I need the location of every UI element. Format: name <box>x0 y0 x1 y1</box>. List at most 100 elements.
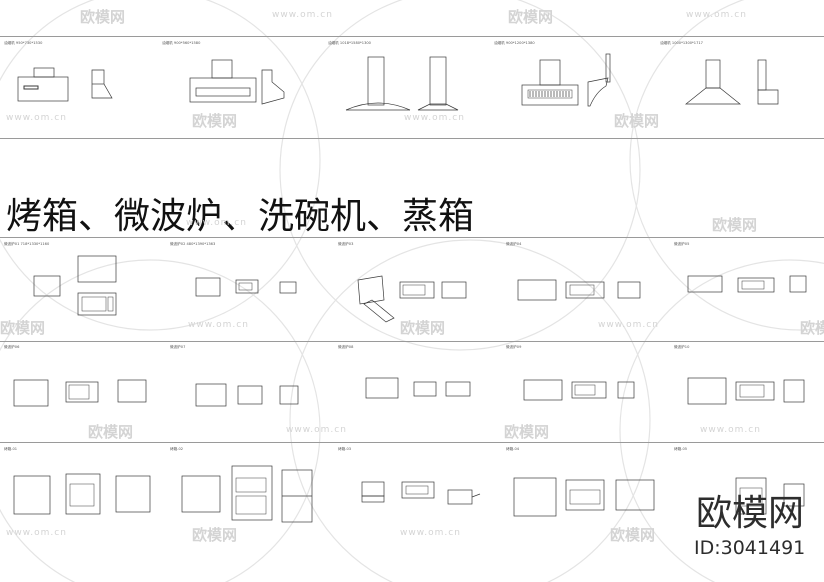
microwave-front-view <box>195 383 227 407</box>
oven-front-view <box>401 481 435 499</box>
hood-side-chimney <box>605 53 611 83</box>
hood-canopy <box>417 103 459 111</box>
microwave-front-view <box>77 292 117 316</box>
watermark-url: www.om.cn <box>400 528 461 538</box>
oven-door-window <box>235 495 267 515</box>
oven-drawer <box>361 495 385 503</box>
microwave-front-view <box>365 377 399 399</box>
oven-hinge <box>471 493 481 498</box>
microwave-front-view <box>687 377 727 405</box>
microwave-front-view <box>523 379 563 401</box>
oven-front-view <box>65 473 101 515</box>
oven-door-window <box>69 483 95 507</box>
cell-label: 油烟机 1000*1300*1717 <box>660 41 703 45</box>
watermark-text: 欧模网 <box>192 112 238 130</box>
microwave-front-view <box>735 381 775 401</box>
cell-label: 微波炉09 <box>506 345 522 349</box>
hood-filter <box>527 89 573 99</box>
cell-label: 微波炉01 718*1330*1160 <box>4 242 50 246</box>
cell-label: 微波炉10 <box>674 345 690 349</box>
hood-chimney <box>211 59 233 79</box>
microwave-window <box>739 384 765 398</box>
hood-canopy-curve <box>345 102 411 111</box>
oven-side-view <box>115 475 151 513</box>
microwave-open-door <box>357 275 385 305</box>
watermark-arc <box>0 0 321 331</box>
microwave-window <box>574 384 596 396</box>
cell-label: 微波炉08 <box>338 345 354 349</box>
brand-id: ID:3041491 <box>694 537 806 559</box>
microwave-side-view <box>13 379 49 407</box>
cell-label: 油烟机 950*730*1530 <box>4 41 43 45</box>
microwave-window <box>569 284 595 296</box>
microwave-side-view <box>783 379 805 403</box>
watermark-text: 欧模网 <box>614 112 660 130</box>
watermark-text: 欧模网 <box>610 526 656 544</box>
microwave-window <box>68 384 90 400</box>
watermark-text: 欧模网 <box>192 526 238 544</box>
microwave-front-view <box>237 385 263 405</box>
watermark-url: www.om.cn <box>186 218 247 228</box>
microwave-front-view <box>687 275 723 293</box>
microwave-front-view <box>571 381 607 399</box>
cell-label: 油烟机 900*560*1580 <box>162 41 201 45</box>
microwave-front-view <box>235 279 259 294</box>
cell-label: 烤箱-02 <box>170 447 184 451</box>
oven-front-view <box>565 479 605 511</box>
cell-label: 烤箱-01 <box>4 447 18 451</box>
microwave-front-view <box>737 277 775 293</box>
cell-label: 微波炉05 <box>674 242 690 246</box>
oven-side-view <box>783 483 805 507</box>
microwave-window <box>238 282 253 291</box>
microwave-side-view <box>279 281 297 294</box>
cell-label: 油烟机 900*1200*1380 <box>494 41 535 45</box>
microwave-controls <box>107 296 114 312</box>
oven-door-window <box>405 485 429 495</box>
watermark-arc <box>0 259 321 582</box>
oven-door-window <box>569 489 601 505</box>
microwave-door-panel <box>363 299 395 323</box>
watermark-text: 欧模网 <box>80 8 126 26</box>
oven-side-view <box>615 479 655 511</box>
hood-side-view <box>261 69 285 105</box>
brand-logo-text: 欧模网 <box>696 493 805 534</box>
hood-side-canopy <box>757 89 779 105</box>
cell-label: 微波炉07 <box>170 345 186 349</box>
microwave-window <box>81 296 107 312</box>
hood-chimney <box>429 56 447 106</box>
watermark-url: www.om.cn <box>686 10 747 20</box>
cell-label: 微波炉03 <box>338 242 354 246</box>
hood-row-frame <box>0 36 824 139</box>
watermark-url: www.om.cn <box>700 425 761 435</box>
watermark-arc <box>629 0 824 331</box>
watermark-text: 欧模网 <box>0 319 46 337</box>
watermark-url: www.om.cn <box>598 320 659 330</box>
microwave-front-view <box>517 279 557 301</box>
hood-chimney <box>367 56 385 106</box>
watermark-text: 欧模网 <box>400 319 446 337</box>
watermark-text: 欧模网 <box>504 423 550 441</box>
watermark-text: 欧模网 <box>508 8 554 26</box>
watermark-url: www.om.cn <box>6 113 67 123</box>
microwave-side-view <box>617 281 641 299</box>
watermark-url: www.om.cn <box>6 528 67 538</box>
microwave-front-view <box>195 277 221 297</box>
watermark-url: www.om.cn <box>286 425 347 435</box>
oven-side-view <box>513 477 557 517</box>
oven-door-window <box>235 477 267 493</box>
microwave-row2-frame <box>0 340 824 443</box>
microwave-side-view <box>789 275 807 293</box>
cell-label: 油烟机 1018*1580*1300 <box>328 41 371 45</box>
hood-chimney <box>539 59 561 86</box>
hood-side-view <box>587 77 609 107</box>
oven-front-view <box>231 465 273 521</box>
hood-side-view <box>91 69 113 99</box>
oven-door-window <box>739 487 763 507</box>
hood-control-panel <box>23 85 39 90</box>
watermark-arc <box>279 0 641 351</box>
microwave-side-view <box>445 381 471 397</box>
microwave-side-view <box>617 381 635 399</box>
cell-label: 微波炉06 <box>4 345 20 349</box>
watermark-arc <box>289 239 651 582</box>
